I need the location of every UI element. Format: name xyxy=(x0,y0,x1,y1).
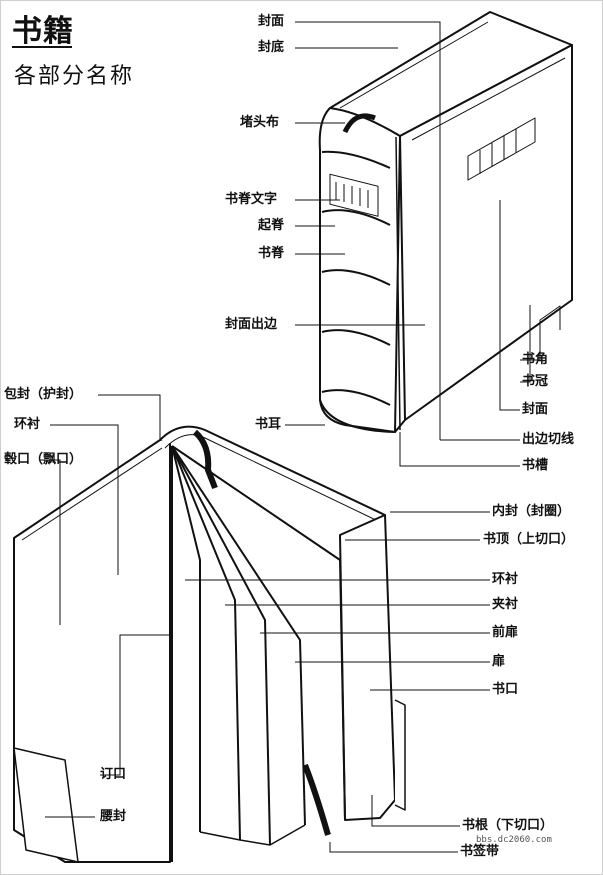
label-fore-edge: 毂口（飘口） xyxy=(4,452,83,467)
label-back-cover: 封底 xyxy=(258,40,285,55)
label-endpaper-left: 环衬 xyxy=(14,417,41,432)
label-ear: 书耳 xyxy=(255,417,282,432)
label-inner-cover: 内封（封圈） xyxy=(492,504,571,519)
label-cover-right: 封面 xyxy=(522,402,549,417)
label-spine: 书脊 xyxy=(258,246,285,261)
label-endpaper-right: 环衬 xyxy=(492,572,519,587)
diagram-subtitle: 各部分名称 xyxy=(14,64,135,89)
label-overhang-edge-line: 出边切线 xyxy=(522,432,575,447)
label-book-mouth: 书口 xyxy=(492,682,519,697)
label-groove: 书槽 xyxy=(522,458,549,473)
open-book xyxy=(13,425,406,863)
label-bookmark: 书签带 xyxy=(460,844,500,859)
label-binding-edge: 订口 xyxy=(100,767,127,782)
label-interleaf: 夹衬 xyxy=(492,597,519,612)
label-cover-overhang: 封面出边 xyxy=(225,317,278,332)
label-front-flyleaf: 前扉 xyxy=(492,625,519,640)
leader-lines xyxy=(40,21,541,853)
label-jacket: 包封（护封） xyxy=(4,387,83,402)
label-spine-text: 书脊文字 xyxy=(225,192,278,207)
label-headband: 堵头布 xyxy=(240,115,280,130)
label-top-edge: 书顶（上切口） xyxy=(483,532,575,547)
label-flyleaf: 扉 xyxy=(492,654,506,669)
label-corner: 书角 xyxy=(522,352,549,367)
title-underline xyxy=(12,46,72,48)
closed-book xyxy=(318,11,573,433)
label-raised-band: 起脊 xyxy=(258,218,285,233)
diagram-title: 书籍 xyxy=(12,14,74,49)
label-belly-band: 腰封 xyxy=(100,809,127,824)
watermark: bbs.dc2060.com xyxy=(476,835,552,845)
label-bottom-edge: 书根（下切口） xyxy=(462,818,554,833)
label-cover: 封面 xyxy=(258,14,285,29)
label-crown: 书冠 xyxy=(522,374,549,389)
